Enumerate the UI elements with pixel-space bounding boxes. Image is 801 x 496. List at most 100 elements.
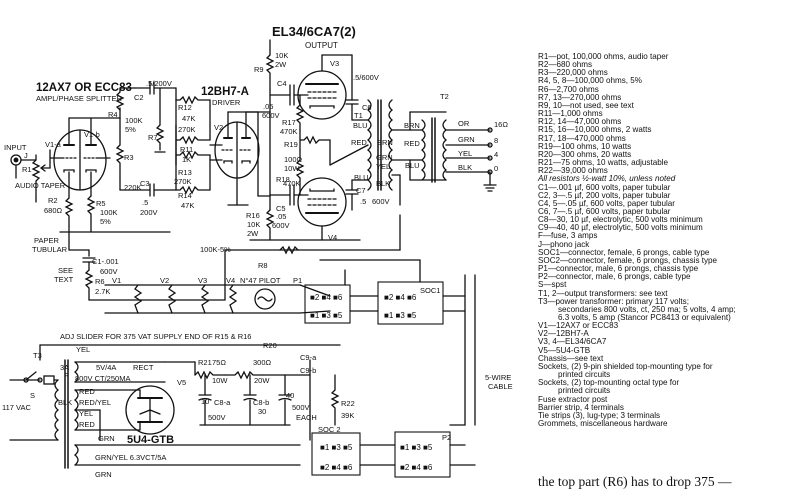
soc2-pin-row-2: ■2 ■4 ■6 (320, 463, 353, 472)
c8-10: 10 (201, 397, 209, 406)
parts-list-item: R17, 18—470,000 ohms (538, 133, 626, 143)
v2-label: V2 (214, 123, 223, 132)
r12-value: 47K (182, 114, 195, 123)
r13-value: 270K (174, 177, 192, 186)
c4-value: .05 (263, 102, 273, 111)
parts-list-item: Sockets, (2) 9-pin shielded top-mounting… (538, 361, 713, 371)
t2-or-label: OR (458, 119, 470, 128)
soc2-label: SOC 2 (318, 425, 341, 434)
parts-list-item: R19—100 ohms, 10 watts (538, 141, 632, 151)
t3-5v-label: 5V/4A (96, 363, 116, 372)
r5-tolerance: 5% (100, 217, 111, 226)
v5-tube-label: 5U4-GTB (127, 434, 174, 446)
v3-label: V3 (330, 59, 339, 68)
t3-yel-label: YEL (76, 345, 90, 354)
r21-label: R21 (198, 358, 212, 367)
parts-list-item: 6.3 volts, 5 amp (Stancor PC8413 or equi… (558, 313, 731, 322)
c3-label: C3 (140, 179, 150, 188)
parts-list-item: R21—75 ohms, 10 watts, adjustable (538, 158, 669, 168)
r14-value: 47K (181, 201, 194, 210)
r18-label: R18 (276, 175, 290, 184)
r17-value: 470K (280, 127, 298, 136)
r13-label: R13 (178, 168, 192, 177)
v1b-label: V1-b (84, 130, 100, 139)
r7-label: R7 (148, 133, 158, 142)
parts-list-item: S—spst (538, 280, 567, 290)
parts-list-item: C4, 5—.05 µf, 600 volts, paper tubular (538, 198, 675, 208)
parts-list-item: R9, 10—not used, see text (538, 100, 634, 110)
fuse-label: 3A (60, 363, 69, 372)
parts-list-item: secondaries 800 volts, ct, 250 ma; 5 vol… (558, 304, 736, 314)
v5-label: V5 (177, 378, 186, 387)
c9b-label: C9-b (300, 366, 316, 375)
r19-watt: 10W (284, 164, 300, 173)
parts-list-item: R6—2,700 ohms (538, 84, 599, 94)
r8-value: 100K-5% (200, 245, 231, 254)
parts-list-item: R4, 5, 8—100,000 ohms, 5% (538, 76, 642, 86)
r21-value: 75Ω (212, 358, 226, 367)
parts-list-item: Chassis—see text (538, 353, 604, 363)
c4-label: C4 (277, 79, 287, 88)
t1-blk-label: BLK (376, 179, 390, 188)
parts-list-item: J—phono jack (538, 239, 590, 249)
parts-list-item: R11—1,000 ohms (538, 109, 603, 119)
tap-0: 0 (494, 164, 498, 173)
r9-watt: 2W (275, 60, 287, 69)
parts-list-item: SOC1—connector, female, 6 prongs, cable … (538, 247, 710, 257)
r20-value: 300Ω (253, 358, 272, 367)
r12-value2: 270K (178, 125, 196, 134)
c8-voltage: 500V (208, 413, 226, 422)
adj-slider-label: ADJ SLIDER FOR 375 VAT SUPPLY END OF R15… (60, 332, 251, 341)
parts-list-item: Barrier strip, 4 terminals (538, 402, 624, 412)
c9-40: 40 (286, 391, 294, 400)
t3-red2-label: RED (79, 420, 95, 429)
rect-label: RECT (133, 363, 154, 372)
t1-label: T1 (354, 111, 363, 120)
parts-list-item: printed circuits (558, 386, 611, 396)
v2-subtitle: DRIVER (212, 98, 241, 107)
parts-list-item: R3—220,000 ohms (538, 68, 608, 78)
p1-label: P1 (293, 276, 302, 285)
parts-list-item: V3, 4—EL34/6CA7 (538, 337, 607, 347)
soc1-pin-row-2: ■1 ■3 ■5 (384, 311, 417, 320)
t1-blu-label: BLU (353, 121, 368, 130)
p2-label: P2 (442, 433, 451, 442)
t3-redyel-label: RED/YEL (79, 398, 111, 407)
output-tubes-title: EL34/6CA7(2) (272, 24, 356, 39)
parts-list-item: R20—300 ohms, 20 watts (538, 149, 632, 159)
t3-red-label: RED (79, 387, 95, 396)
v1-subtitle: AMPL/PHASE SPLITTER (36, 94, 122, 103)
parts-list-item: Sockets, (2) top-mounting octal type for (538, 378, 680, 388)
p1-pin-row-2: ■1 ■3 ■5 (310, 311, 343, 320)
c5-label: C5 (276, 204, 286, 213)
tap-16-ohm: 16Ω (494, 120, 508, 129)
r9-label: R9 (254, 65, 264, 74)
parts-list-item: printed circuits (558, 370, 611, 380)
r2-label: R2 (48, 196, 58, 205)
see-label: SEE (58, 266, 73, 275)
soc2-pin-row-1: ■1 ■3 ■5 (320, 443, 353, 452)
r2-value: 680Ω (44, 206, 63, 215)
t3-grn-label: GRN (98, 434, 115, 443)
c8-30: 30 (258, 407, 266, 416)
c8b-label: C8-b (253, 398, 269, 407)
c5-value: .05 (276, 212, 286, 221)
r8-label: R8 (258, 261, 268, 270)
heater-v1: V1 (112, 276, 121, 285)
soc1-label: SOC1 (420, 286, 440, 295)
r1-label: R1 (22, 165, 32, 174)
parts-list-item: P1—connector, male, 6 prongs, chassis ty… (538, 264, 699, 274)
r6-label: R6 (95, 277, 105, 286)
t2-yel-label: YEL (458, 149, 472, 158)
r20-label: R20 (263, 341, 277, 350)
heater-v3: V3 (198, 276, 207, 285)
tap-8-ohm: 8 (494, 136, 498, 145)
parts-list-item: R1—pot, 100,000 ohms, audio taper (538, 52, 669, 61)
t3-label: T3 (33, 351, 42, 360)
parts-list-item: SOC2—connector, female, 6 prongs, chassi… (538, 255, 718, 265)
p2-pin-row-2: ■2 ■4 ■6 (400, 463, 433, 472)
v4-tube-envelope (297, 177, 347, 227)
p2-pin-row-1: ■1 ■3 ■5 (400, 443, 433, 452)
parts-list-item: T3—power transformer: primary 117 volts; (538, 296, 689, 306)
